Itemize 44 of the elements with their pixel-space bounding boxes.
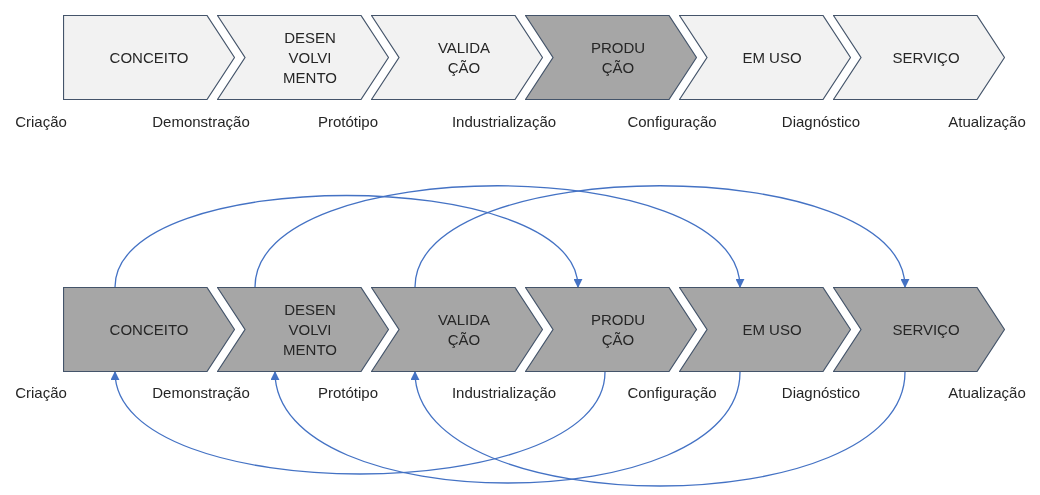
chevron-shape	[217, 15, 389, 100]
stage-label: CONCEITO	[109, 319, 189, 340]
stage-label: EM USO	[742, 47, 802, 68]
chevron-shape	[371, 15, 543, 100]
curved-arrow	[272, 371, 741, 484]
milestone-label: Configuração	[627, 383, 717, 403]
stage-label: VALIDA ÇÃO	[436, 37, 492, 78]
chevron-shape	[63, 287, 235, 372]
stage-label: EM USO	[742, 319, 802, 340]
chevron-shape	[371, 287, 543, 372]
curved-arrow	[254, 185, 742, 288]
chevron-shape	[833, 15, 1005, 100]
milestone-label: Diagnóstico	[781, 383, 861, 403]
milestone-label: Demonstração	[152, 112, 250, 132]
milestone-label: Criação	[15, 383, 67, 403]
chevron-shape	[63, 15, 235, 100]
stage-label: VALIDA ÇÃO	[436, 309, 492, 350]
stage-label: DESEN VOLVI MENTO	[282, 27, 338, 88]
stage-label: SERVIÇO	[892, 319, 960, 340]
milestone-label: Atualização	[948, 383, 1026, 403]
milestone-label: Atualização	[948, 112, 1026, 132]
chevron-shape	[525, 15, 697, 100]
stage-label: DESEN VOLVI MENTO	[282, 299, 338, 360]
milestone-label: Configuração	[627, 112, 717, 132]
curved-arrow	[113, 371, 606, 475]
curved-arrow	[114, 194, 580, 288]
chevron-shape	[679, 15, 851, 100]
milestone-label: Industrialização	[451, 383, 557, 403]
stage-label: SERVIÇO	[892, 47, 960, 68]
chevron-shape	[833, 287, 1005, 372]
chevron-shape	[217, 287, 389, 372]
milestone-label: Criação	[15, 112, 67, 132]
stage-label: PRODU ÇÃO	[589, 37, 647, 78]
milestone-label: Industrialização	[451, 112, 557, 132]
chevron-shape	[679, 287, 851, 372]
curved-arrow	[414, 185, 907, 288]
stage-label: CONCEITO	[109, 47, 189, 68]
milestone-label: Diagnóstico	[781, 112, 861, 132]
milestone-label: Protótipo	[318, 383, 378, 403]
stage-label: PRODU ÇÃO	[589, 309, 647, 350]
milestone-label: Protótipo	[318, 112, 378, 132]
curved-arrow	[412, 371, 906, 487]
milestone-label: Demonstração	[152, 383, 250, 403]
chevron-shape	[525, 287, 697, 372]
